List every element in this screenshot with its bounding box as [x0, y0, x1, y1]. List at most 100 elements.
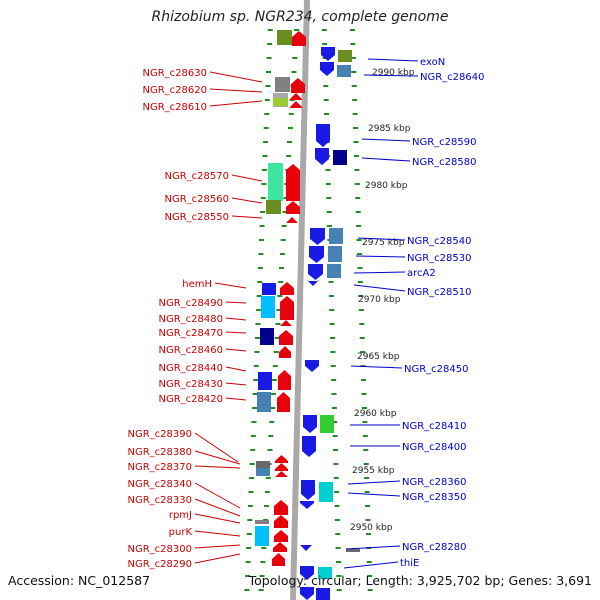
leader-line	[231, 174, 263, 182]
gene-label-left: NGR_c28480	[159, 314, 224, 325]
leader-line	[194, 450, 241, 465]
gene-label-left: NGR_c28340	[128, 479, 193, 490]
leader-line	[214, 282, 247, 289]
forward-gene-arrow	[290, 101, 302, 108]
forward-gene-arrow	[274, 530, 288, 542]
leader-line	[225, 397, 247, 401]
forward-gene-arrow	[291, 78, 305, 93]
gene-label-left: NGR_c28420	[159, 394, 224, 405]
leader-line	[209, 88, 263, 93]
gene-box	[316, 588, 330, 600]
gene-label-right: NGR_c28580	[412, 157, 477, 168]
forward-gene-arrow	[286, 201, 300, 214]
forward-gene-arrow	[272, 553, 285, 566]
forward-gene-arrow	[278, 370, 291, 390]
leader-line	[225, 331, 247, 334]
forward-gene-arrow	[280, 320, 292, 326]
leader-line	[225, 366, 247, 372]
reverse-gene-arrow	[302, 436, 316, 457]
scale-label: 2970 kbp	[358, 295, 401, 305]
reverse-gene-arrow	[300, 566, 314, 580]
forward-gene-arrow	[274, 515, 288, 528]
gene-label-right: NGR_c28510	[407, 287, 472, 298]
gene-label-right: NGR_c28410	[402, 421, 467, 432]
forward-gene-arrow	[292, 31, 306, 46]
forward-gene-arrow	[274, 500, 288, 515]
reverse-gene-arrow	[315, 148, 329, 165]
gene-label-right: NGR_c28540	[407, 236, 472, 247]
gene-box	[255, 520, 269, 524]
leader-line	[194, 432, 239, 463]
gene-label-left: NGR_c28380	[128, 447, 193, 458]
gene-label-left: purK	[169, 527, 193, 538]
leader-line	[225, 382, 247, 386]
gene-box	[320, 415, 334, 433]
gene-box	[268, 163, 283, 201]
gene-label-left: NGR_c28440	[159, 363, 224, 374]
gene-box	[261, 296, 275, 318]
reverse-gene-arrow	[321, 47, 335, 61]
scale-label: 2955 kbp	[352, 466, 395, 476]
reverse-gene-arrow	[300, 501, 314, 509]
leader-line	[353, 271, 406, 274]
gene-label-left: NGR_c28620	[143, 85, 208, 96]
gene-box	[346, 549, 360, 552]
reverse-gene-arrow	[305, 360, 319, 372]
gene-label-right: NGR_c28350	[402, 492, 467, 503]
accession-text: Accession: NC_012587	[8, 573, 151, 588]
gene-box	[318, 567, 332, 579]
reverse-gene-arrow	[308, 264, 323, 280]
leader-line	[347, 492, 401, 497]
gene-label-left: NGR_c28290	[128, 559, 193, 570]
gene-box	[329, 228, 343, 244]
forward-gene-arrow	[290, 93, 302, 100]
forward-gene-arrow	[279, 346, 291, 358]
reverse-gene-arrow	[310, 228, 325, 245]
gene-label-left: NGR_c28300	[128, 544, 193, 555]
gene-label-right: exoN	[420, 57, 445, 68]
gene-box	[260, 328, 274, 345]
gene-box	[333, 150, 347, 165]
leader-line	[194, 530, 241, 537]
gene-label-right: NGR_c28530	[407, 253, 472, 264]
forward-gene-arrow	[286, 217, 298, 223]
gene-label-right: arcA2	[407, 268, 436, 279]
gene-label-left: NGR_c28370	[128, 462, 193, 473]
forward-gene-arrow	[273, 542, 287, 552]
scale-label: 2965 kbp	[357, 352, 400, 362]
reverse-gene-arrow	[303, 415, 317, 433]
leader-line	[343, 561, 399, 569]
gene-label-left: NGR_c28330	[128, 495, 193, 506]
leader-line	[209, 71, 263, 83]
forward-gene-arrow	[275, 471, 288, 477]
scale-label: 2985 kbp	[368, 124, 411, 134]
gene-label-left: NGR_c28490	[159, 298, 224, 309]
reverse-gene-arrow	[320, 62, 334, 76]
leader-line	[347, 480, 401, 485]
gene-label-left: hemH	[182, 279, 212, 290]
gene-box	[256, 461, 270, 469]
leader-line	[231, 197, 263, 204]
gene-box	[275, 77, 290, 92]
gene-label-left: NGR_c28470	[159, 328, 224, 339]
scale-label: 2960 kbp	[354, 409, 397, 419]
leader-line	[194, 544, 241, 549]
leader-line	[225, 317, 247, 321]
leader-line	[345, 545, 401, 550]
forward-gene-arrow	[280, 296, 294, 320]
leader-line	[209, 100, 263, 107]
forward-gene-arrow	[279, 330, 293, 345]
gene-box	[273, 98, 288, 106]
gene-label-left: NGR_c28430	[159, 379, 224, 390]
gene-label-left: NGR_c28390	[128, 429, 193, 440]
gene-box	[328, 246, 342, 262]
gene-label-left: NGR_c28630	[143, 68, 208, 79]
leader-line	[194, 513, 241, 524]
gene-box	[258, 372, 272, 390]
leader-line	[225, 348, 247, 352]
forward-gene-arrow	[280, 282, 294, 295]
leader-line	[225, 301, 247, 304]
leader-line	[350, 365, 403, 369]
reverse-gene-arrow	[307, 280, 319, 286]
